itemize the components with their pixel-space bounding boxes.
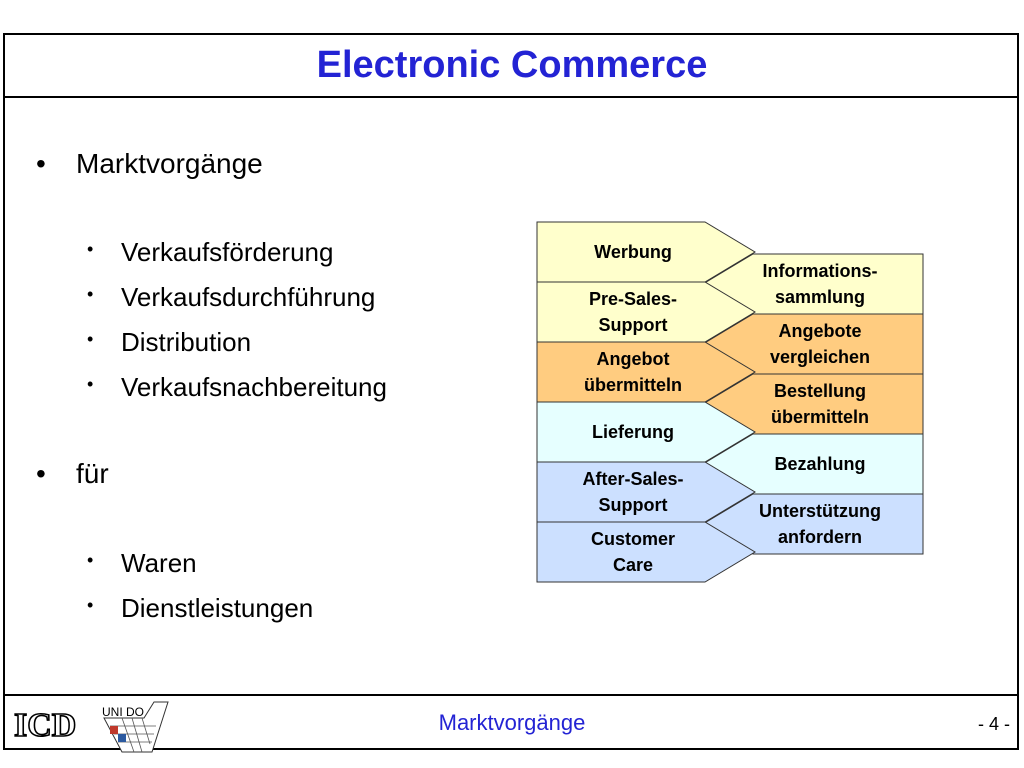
bullet-text: Verkaufsdurchführung	[121, 282, 376, 312]
bullet-text: Waren	[121, 548, 197, 578]
bullet-text: Verkaufsförderung	[121, 237, 334, 267]
bullet-dot-icon: •	[87, 595, 94, 615]
icd-logo: ICD	[13, 706, 94, 747]
bullet-text: für	[76, 458, 109, 489]
footer-title: Marktvorgänge	[438, 710, 586, 735]
process-step-left: Werbung	[536, 221, 756, 283]
bullet-dot-icon: •	[87, 550, 94, 570]
bullet-dot-icon: •	[87, 284, 94, 304]
slide-title: Electronic Commerce	[316, 44, 708, 86]
process-step-right-label: Bezahlung	[774, 454, 865, 474]
process-step-left: After-Sales-Support	[536, 461, 756, 523]
process-step-left: Lieferung	[536, 401, 756, 463]
bullet-text: Marktvorgänge	[76, 148, 263, 179]
icd-logo-text: ICD	[14, 707, 76, 742]
process-step-left-label: Pre-Sales-Support	[589, 289, 677, 335]
process-step-right-label: Informations-sammlung	[763, 261, 878, 307]
unido-logo: UNI DO	[100, 700, 172, 759]
bullet-text: Dienstleistungen	[121, 593, 314, 623]
bullet-dot-icon: •	[36, 148, 46, 179]
page-number: - 4 -	[977, 714, 1010, 734]
footer-divider	[3, 694, 1019, 696]
bullet-dot-icon: •	[36, 458, 46, 489]
unido-logo-text: UNI DO	[102, 705, 144, 719]
bullet-text: Distribution	[121, 327, 252, 357]
bullet-dot-icon: •	[87, 329, 94, 349]
process-step-left-label: Lieferung	[592, 422, 674, 442]
process-step-right: Bezahlung	[702, 433, 924, 495]
title-divider	[3, 96, 1019, 98]
bullet-text: Verkaufsnachbereitung	[121, 372, 387, 402]
slide-frame	[3, 33, 1019, 750]
process-step-left: Pre-Sales-Support	[536, 281, 756, 343]
process-step-left-label: After-Sales-Support	[582, 469, 683, 515]
bullet-dot-icon: •	[87, 374, 94, 394]
bullet-dot-icon: •	[87, 239, 94, 259]
process-step-left-label: Werbung	[594, 242, 672, 262]
